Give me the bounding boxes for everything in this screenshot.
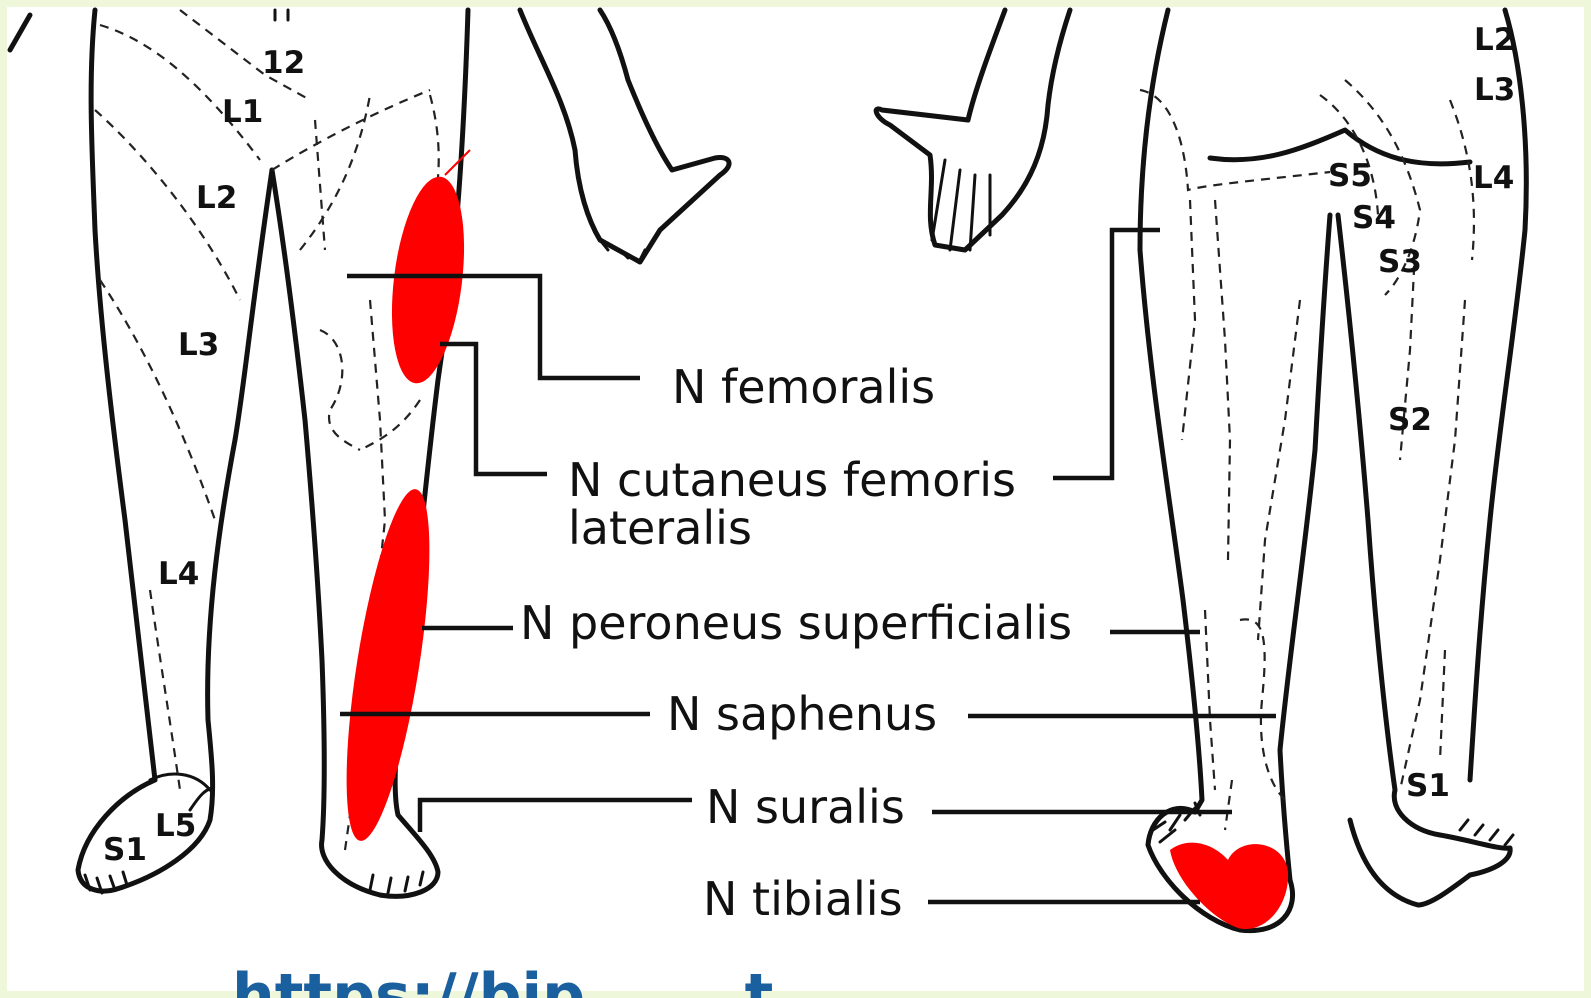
nerve-label-femoralis: N femoralis (672, 360, 935, 414)
hands (520, 10, 1070, 262)
nerve-label-suralis: N suralis (706, 780, 905, 834)
back-view-body (1140, 10, 1526, 931)
nerve-label-saphenus: N saphenus (667, 687, 937, 741)
highlight-thigh-region (382, 173, 475, 388)
label-s1: S1 (103, 832, 147, 868)
caption-url-clipped: https://bip.......t...... (232, 961, 910, 998)
label-l5: L5 (155, 808, 196, 844)
highlight-tick (445, 150, 470, 175)
front-view-body (10, 10, 468, 896)
label-back-s1: S1 (1406, 768, 1450, 804)
label-l4: L4 (158, 556, 199, 592)
nerve-label-peroneus: N peroneus superficialis (520, 596, 1072, 650)
nerve-label-cutaneus-line2: lateralis (568, 501, 752, 555)
label-l1: L1 (222, 94, 263, 130)
nerve-labels: N femoralis N cutaneus femoris lateralis… (520, 360, 1072, 926)
leader-suralis-left (420, 800, 692, 832)
leader-cutaneus-left (440, 344, 547, 474)
label-back-l4: L4 (1473, 160, 1514, 196)
label-l3: L3 (178, 327, 219, 363)
label-t12: 12 (262, 45, 305, 81)
label-back-l2: L2 (1474, 22, 1515, 58)
label-l2: L2 (196, 180, 237, 216)
leader-femoralis (347, 276, 640, 378)
nerve-label-cutaneus-line1: N cutaneus femoris (568, 453, 1016, 507)
highlight-heel-region (1170, 843, 1288, 929)
label-back-s5: S5 (1328, 158, 1372, 194)
nerve-label-tibialis: N tibialis (703, 872, 903, 926)
label-back-l3: L3 (1474, 72, 1515, 108)
label-back-s4: S4 (1352, 200, 1396, 236)
highlight-shin-region (330, 484, 447, 845)
label-back-s2: S2 (1388, 402, 1432, 438)
leader-cutaneus-right (1053, 230, 1160, 478)
label-back-s3: S3 (1378, 244, 1422, 280)
